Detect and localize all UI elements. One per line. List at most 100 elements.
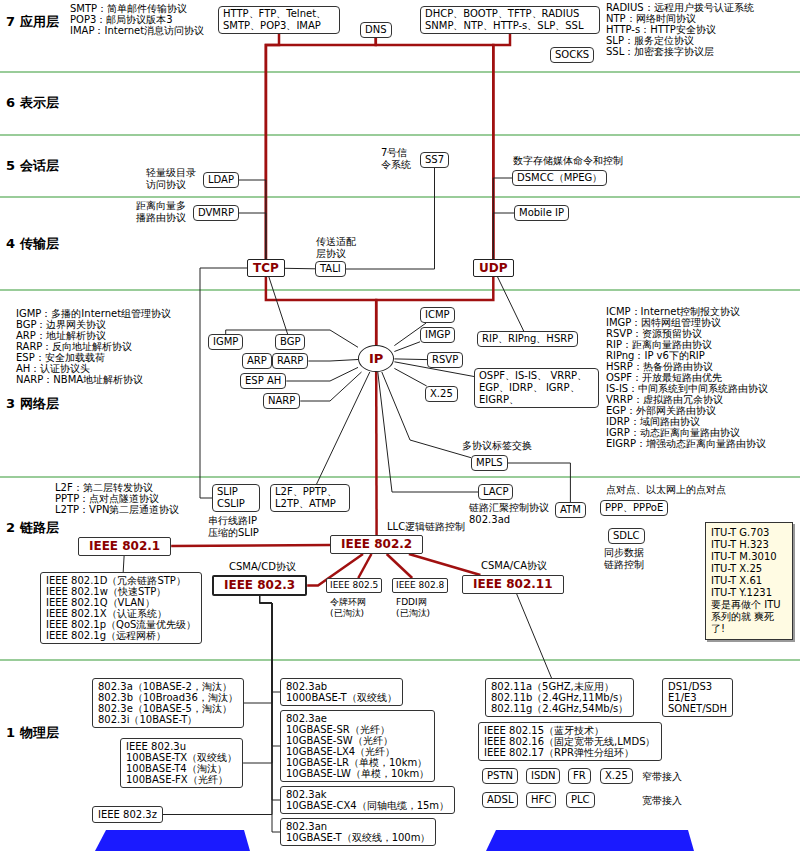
list-item: ITU-T X.61 (711, 575, 787, 587)
standard-box: 令牌环网 (已淘汰)IEEE 802.5 (326, 578, 382, 593)
list-item: IEEE 802.1Q（VLAN） (46, 597, 196, 608)
list-item: IEEE 802.1X（认证系统） (46, 608, 196, 619)
glossary-line: NTP：网络时间协议 (606, 13, 696, 24)
protocol-name: IEEE 802.3 (224, 578, 295, 593)
layer-name: 1 物理层 (6, 725, 59, 740)
protocol-name: RARP (277, 355, 303, 367)
glossary-line: SSL：加密套接字协议层 (606, 46, 714, 57)
protocol-box: PLC (566, 792, 595, 808)
protocol-name: ADSL (487, 794, 513, 806)
protocol-box: IGMP (208, 334, 243, 350)
decor-bar (95, 830, 250, 851)
protocol-name: UDP (479, 261, 508, 275)
protocol-box: ISDN (526, 768, 560, 784)
protocol-name: LACP (483, 486, 508, 498)
list-item: E1/E3 (668, 692, 727, 703)
protocol-name: OSPF、IS-IS、 VRRP、EGP、IDRP、 IGRP、EIGRP、 (479, 370, 594, 406)
connector-line (308, 360, 358, 362)
list-item: 802.3a（10BASE-2，淘汰） (98, 681, 238, 692)
layer-name: 7 应用层 (6, 14, 59, 29)
glossary-line: ICMP：Internet控制报文协议 (606, 306, 740, 317)
connector-line (317, 372, 370, 484)
glossary-line: VRRP：虚拟路由冗余协议 (606, 394, 723, 405)
box-heading: 多协议标签交换 (462, 440, 532, 452)
glossary-line: RIPng：IP v6下的RIP (606, 350, 705, 361)
protocol-box: SOCKS (550, 47, 594, 63)
protocol-box: FR (568, 768, 591, 784)
list-item: 100BASE-T4（淘汰） (126, 763, 237, 774)
box-heading: LLC逻辑链路控制 (387, 521, 465, 533)
list-item: 要是再做个 ITU系列的就 爽死了! (711, 599, 787, 635)
list-item: IEEE 802.3z (98, 809, 157, 820)
protocol-box: 点对点、以太网上的点对点PPP、PPPoE (600, 500, 668, 516)
list-box: 802.11a（5GHZ,未应用）802.11b（2.4GHz,11Mb/s）8… (485, 678, 634, 717)
access-label: 宽带接入 (642, 795, 682, 806)
list-item: ITU-T G.703 (711, 527, 787, 539)
connector-line (378, 372, 478, 492)
layer-name: 6 表示层 (6, 95, 59, 110)
list-item: 802.3e（10BASE-5，淘汰） (98, 703, 238, 714)
protocol-box: Mobile IP (514, 205, 569, 221)
protocol-name: IEEE 802.8 (396, 580, 444, 591)
glossary-line: NARP：NBMA地址解析协议 (16, 374, 143, 385)
connector-line (300, 372, 361, 401)
protocol-box: 数字存储媒体命令和控制DSMCC（MPEG） (512, 170, 607, 186)
protocol-box: X.25 (600, 768, 633, 784)
protocol-name: HTTP、FTP、Telnet、 SMTP、POP3、IMAP (223, 8, 335, 32)
access-label: 窄带接入 (642, 771, 682, 782)
protocol-name: BGP (280, 336, 300, 348)
glossary-line: IDRP：域间路由协议 (606, 416, 700, 427)
box-heading: CSMA/CD协议 (229, 561, 296, 573)
protocol-name: SOCKS (555, 49, 589, 61)
connector-line (387, 554, 413, 578)
layer-divider (0, 289, 800, 291)
connector-line (260, 596, 280, 746)
box-heading: 串行线路IP 压缩的SLIP (208, 515, 268, 539)
box-heading: 点对点、以太网上的点对点 (606, 484, 726, 496)
connector-line (394, 368, 426, 386)
protocol-name: X.25 (605, 770, 628, 782)
protocol-box: HFC (526, 792, 556, 808)
layer-divider (0, 476, 800, 478)
protocol-name: PLC (571, 794, 590, 806)
list-box: IEEE 802.1D（冗余链路STP）IEEE 802.1w（快速STP）IE… (40, 572, 202, 644)
protocol-name: DHCP、BOOTP、TFTP、RADIUS SNMP、NTP、HTTP-s、S… (425, 8, 595, 32)
protocol-name: LDAP (208, 174, 234, 186)
layer-name: 2 链路层 (6, 520, 59, 535)
protocol-name: IGMP (213, 336, 238, 348)
connector-line (260, 596, 280, 692)
connector-line (508, 463, 571, 502)
list-item: 802.11b（2.4GHz,11Mb/s） (491, 692, 628, 703)
list-item: 10GBASE-T（双绞线，100m） (286, 832, 430, 843)
protocol-box: OSPF、IS-IS、 VRRP、EGP、IDRP、 IGRP、EIGRP、 (474, 368, 599, 408)
box-heading: 轻量级目录 访问协议 (146, 167, 198, 191)
list-item: 802.3i（10BASE-T） (98, 714, 238, 725)
glossary-line: L2TP：VPN第二层通道协议 (55, 504, 179, 515)
connector-line (269, 277, 288, 334)
protocol-name: NARP (268, 395, 295, 407)
list-box: 802.3an10GBASE-T（双绞线，100m） (280, 818, 436, 846)
protocol-box: 距离向量多 播路由协议DVMRP (193, 205, 239, 221)
connector-line (517, 594, 552, 678)
connector-line (493, 178, 512, 259)
layer-divider (0, 134, 800, 136)
list-item: IEEE 802.3u (126, 741, 237, 752)
decor-bar (486, 830, 694, 851)
protocol-name: ARP (247, 355, 267, 367)
glossary-line: RSVP：资源预留协议 (606, 328, 702, 339)
protocol-name: RSVP (432, 354, 458, 366)
protocol-box: 同步数据 链路控制SDLC (608, 528, 645, 544)
glossary-line: OSPF：开放最短路由优先 (606, 372, 722, 383)
standard-box: FDDI网 (已淘汰)IEEE 802.8 (392, 578, 448, 593)
glossary-line: HSRP：热备份路由协议 (606, 361, 713, 372)
protocol-name: ESP AH (245, 375, 281, 387)
list-item: 10GBASE-LX4（光纤） (286, 746, 429, 757)
protocol-box: PSTN (482, 768, 518, 784)
connector-line (375, 372, 378, 535)
connector-line (243, 596, 272, 763)
glossary-line: PPTP：点对点隧道协议 (55, 493, 159, 504)
list-item: 10GBASE-SR（光纤） (286, 724, 429, 735)
protocol-name: SLIP CSLIP (217, 486, 255, 510)
connector-line (260, 596, 280, 800)
list-item: ITU-T M.3010 (711, 551, 787, 563)
